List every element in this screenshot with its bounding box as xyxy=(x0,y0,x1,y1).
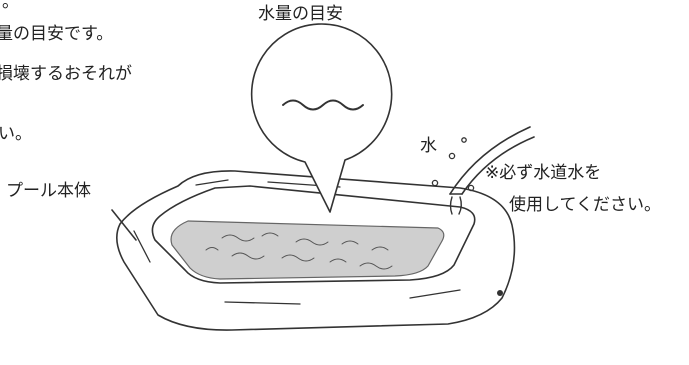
tap-water-note-line-2: 使用してください。 xyxy=(509,195,661,215)
pool-body-leader-line xyxy=(111,209,137,241)
pool-body-label: プール本体 xyxy=(6,181,91,201)
water-droplets xyxy=(431,137,475,192)
left-text-line-3: 損壊するおそれが xyxy=(0,64,132,84)
air-valve xyxy=(497,290,503,296)
pool-floor-pattern xyxy=(205,232,393,270)
water-stream xyxy=(449,196,462,215)
callout-title: 水量の目安 xyxy=(258,4,343,24)
water-level-wave-icon xyxy=(282,99,364,111)
left-text-line-4: い。 xyxy=(0,124,32,144)
tap-water-note-line-1: ※必ず水道水を xyxy=(485,163,602,183)
hose xyxy=(449,126,535,195)
water-label: 水 xyxy=(420,136,437,156)
pool-outer-ring xyxy=(116,170,516,331)
water-surface xyxy=(170,220,445,280)
left-text-line-1: 。 xyxy=(2,0,19,12)
left-text-line-2: 量の目安です。 xyxy=(0,24,114,44)
water-level-callout xyxy=(250,23,393,213)
pool-inner-rim xyxy=(151,185,476,284)
